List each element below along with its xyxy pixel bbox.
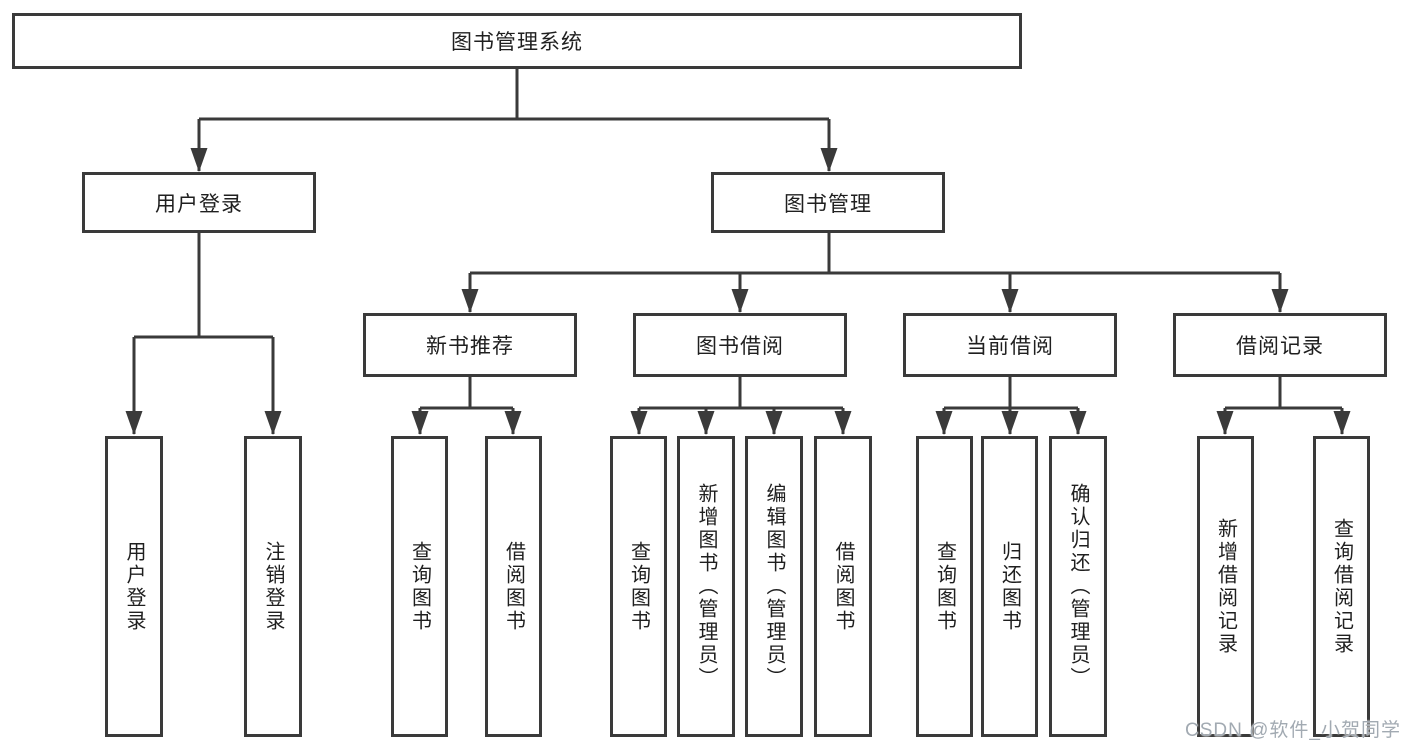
leaf-rec-query-books: 查询图书 — [391, 436, 448, 737]
node-borrowing-records: 借阅记录 — [1173, 313, 1387, 377]
leaf-edit-books-admin: 编辑图书（管理员） — [745, 436, 803, 737]
leaf-user-login: 用户登录 — [105, 436, 163, 737]
leaf-edit-books-admin-label: 编辑图书（管理员） — [763, 483, 785, 690]
leaf-borrow-books: 借阅图书 — [814, 436, 872, 737]
leaf-query-borrow-record-label: 查询借阅记录 — [1330, 517, 1353, 656]
leaf-borrow-query-books: 查询图书 — [610, 436, 667, 737]
leaf-add-books-admin: 新增图书（管理员） — [677, 436, 735, 737]
leaf-return-books-label: 归还图书 — [998, 540, 1021, 633]
node-user-login: 用户登录 — [82, 172, 316, 233]
leaf-rec-query-books-label: 查询图书 — [408, 540, 431, 633]
leaf-confirm-return-admin: 确认归还（管理员） — [1049, 436, 1107, 737]
leaf-add-borrow-record-label: 新增借阅记录 — [1214, 517, 1237, 656]
leaf-borrow-books-label: 借阅图书 — [832, 540, 854, 633]
leaf-borrow-query-books-label: 查询图书 — [627, 540, 650, 633]
node-current-borrowing: 当前借阅 — [903, 313, 1117, 377]
leaf-rec-borrow-books: 借阅图书 — [485, 436, 542, 737]
leaf-current-query-books: 查询图书 — [916, 436, 973, 737]
leaf-logout-label: 注销登录 — [262, 540, 284, 633]
node-book-management: 图书管理 — [711, 172, 945, 233]
leaf-user-login-label: 用户登录 — [123, 540, 145, 633]
leaf-query-borrow-record: 查询借阅记录 — [1313, 436, 1370, 737]
connector-arrows — [125, 119, 1351, 435]
leaf-add-books-admin-label: 新增图书（管理员） — [695, 483, 717, 690]
leaf-add-borrow-record: 新增借阅记录 — [1197, 436, 1254, 737]
leaf-return-books: 归还图书 — [981, 436, 1038, 737]
leaf-rec-borrow-books-label: 借阅图书 — [502, 540, 525, 633]
node-root-system: 图书管理系统 — [12, 13, 1022, 69]
node-new-book-recommend: 新书推荐 — [363, 313, 577, 377]
node-book-borrowing: 图书借阅 — [633, 313, 847, 377]
leaf-confirm-return-admin-label: 确认归还（管理员） — [1067, 483, 1089, 690]
csdn-watermark: CSDN @软件_小贺同学 — [1185, 720, 1401, 741]
leaf-current-query-books-label: 查询图书 — [933, 540, 956, 633]
leaf-logout: 注销登录 — [244, 436, 302, 737]
